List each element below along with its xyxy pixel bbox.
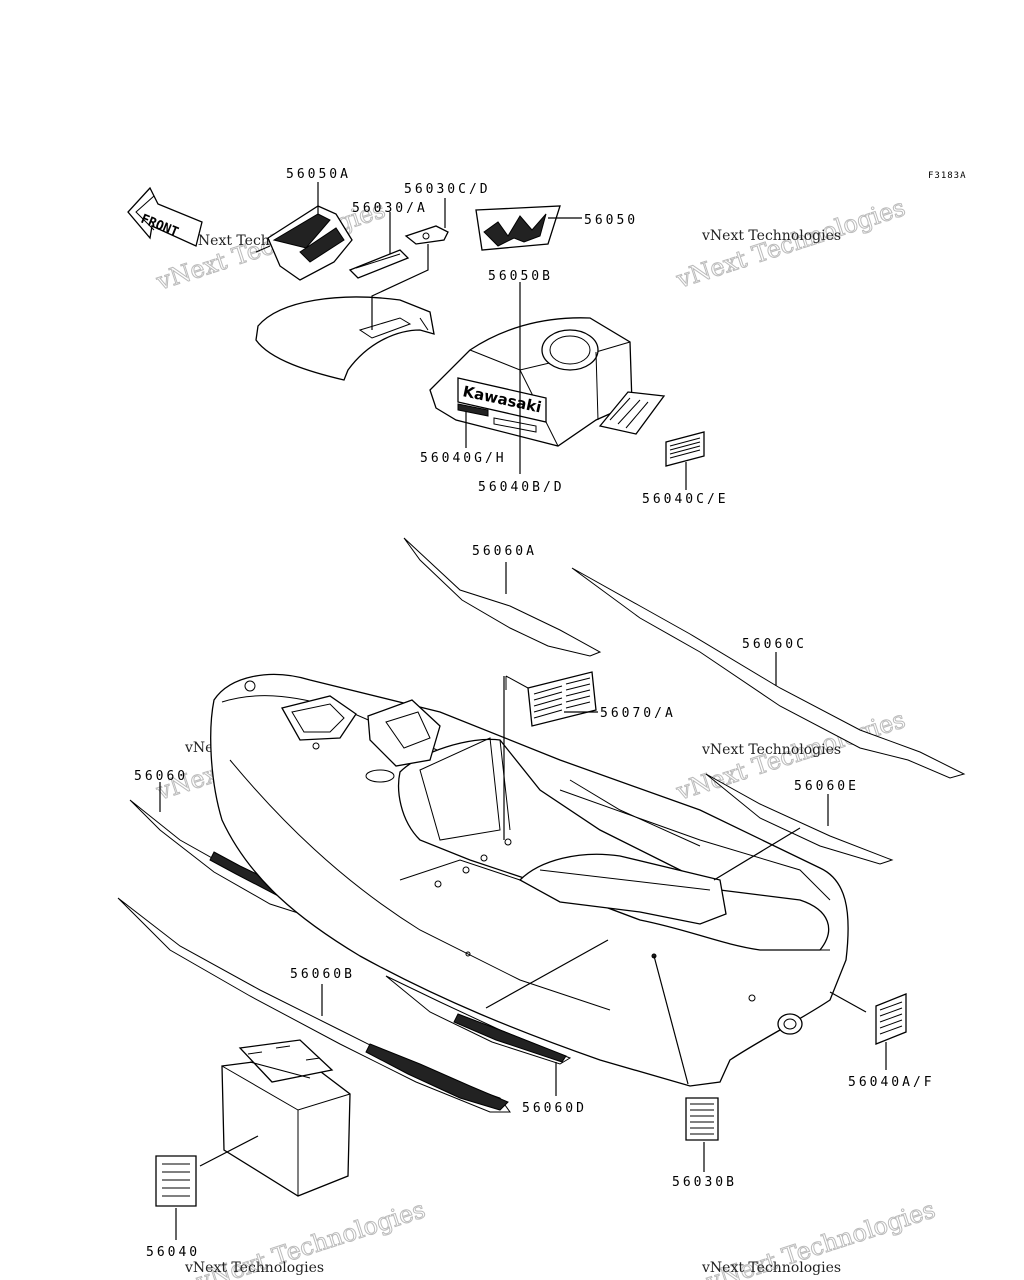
part-label-56050: 56050: [584, 213, 638, 228]
part-label-56030B: 56030B: [672, 1175, 737, 1190]
part-label-56040GH: 56040G/H: [420, 451, 507, 466]
part-label-56040: 56040: [146, 1245, 200, 1260]
label-56040: [155, 1155, 197, 1207]
part-label-56060B: 56060B: [290, 967, 355, 982]
leader-56040AF-hull: [829, 991, 867, 1013]
part-label-56030A: 56030/A: [352, 201, 428, 216]
watermark-mid-right: vNext Technologies vNext Technologies: [672, 705, 909, 807]
pad-56030A: [348, 249, 410, 279]
part-label-56060D: 56060D: [522, 1101, 587, 1116]
watermark-top-right: vNext Technologies vNext Technologies: [672, 193, 909, 295]
leader-56030A-seat: [371, 244, 429, 330]
figure-code: F3183A: [928, 171, 967, 181]
stripe-56060C: [571, 567, 966, 779]
watermark-text: vNext Technologies: [701, 228, 841, 244]
leader-56040-battery: [199, 1135, 259, 1167]
leader-56060D-hull: [485, 939, 609, 1009]
part-label-56060E: 56060E: [794, 779, 859, 794]
stripe-56060A: [403, 537, 602, 657]
watercraft-hull: [210, 673, 849, 1087]
watermark-text: vNext Technologies: [701, 742, 841, 758]
watermark-bottom-left: vNext Technologies vNext Technologies: [184, 1195, 429, 1280]
part-label-56050A: 56050A: [286, 167, 351, 182]
watermark-bottom-right: vNext Technologies vNext Technologies: [701, 1195, 939, 1280]
part-label-56040AF: 56040A/F: [848, 1075, 935, 1090]
leader-56030B-hull: [653, 955, 689, 1085]
watermark-text: vNext Technologies: [184, 1260, 324, 1276]
bracket-56030CD: [404, 225, 449, 245]
seat-cover: [255, 296, 435, 381]
part-label-56060: 56060: [134, 769, 188, 784]
part-label-56070A: 56070/A: [600, 706, 676, 721]
stripe-56060E: [705, 773, 894, 865]
part-label-56060C: 56060C: [742, 637, 807, 652]
part-label-56040BD: 56040B/D: [478, 480, 565, 495]
vent-plate: [598, 391, 666, 435]
label-56040CE: [665, 431, 705, 467]
battery: [221, 1039, 351, 1197]
label-56040AF: [875, 993, 907, 1045]
label-56070A: [505, 671, 597, 727]
leader-56060E-hull: [713, 827, 801, 881]
part-label-56030CD: 56030C/D: [404, 182, 491, 197]
watermark-text: vNext Technologies: [701, 1260, 841, 1276]
stripe-56060D-graphic: [453, 1013, 567, 1063]
part-label-56050B: 56050B: [488, 269, 553, 284]
decal-56050A: [255, 205, 353, 281]
front-arrow-icon: FRONT: [127, 186, 203, 247]
engine-hood: Kawasaki: [429, 317, 633, 447]
part-label-56060A: 56060A: [472, 544, 537, 559]
decal-56050: [475, 205, 561, 251]
part-label-56040CE: 56040C/E: [642, 492, 729, 507]
stripe-56060B-graphic: [365, 1043, 509, 1111]
label-56030B: [685, 1097, 719, 1141]
